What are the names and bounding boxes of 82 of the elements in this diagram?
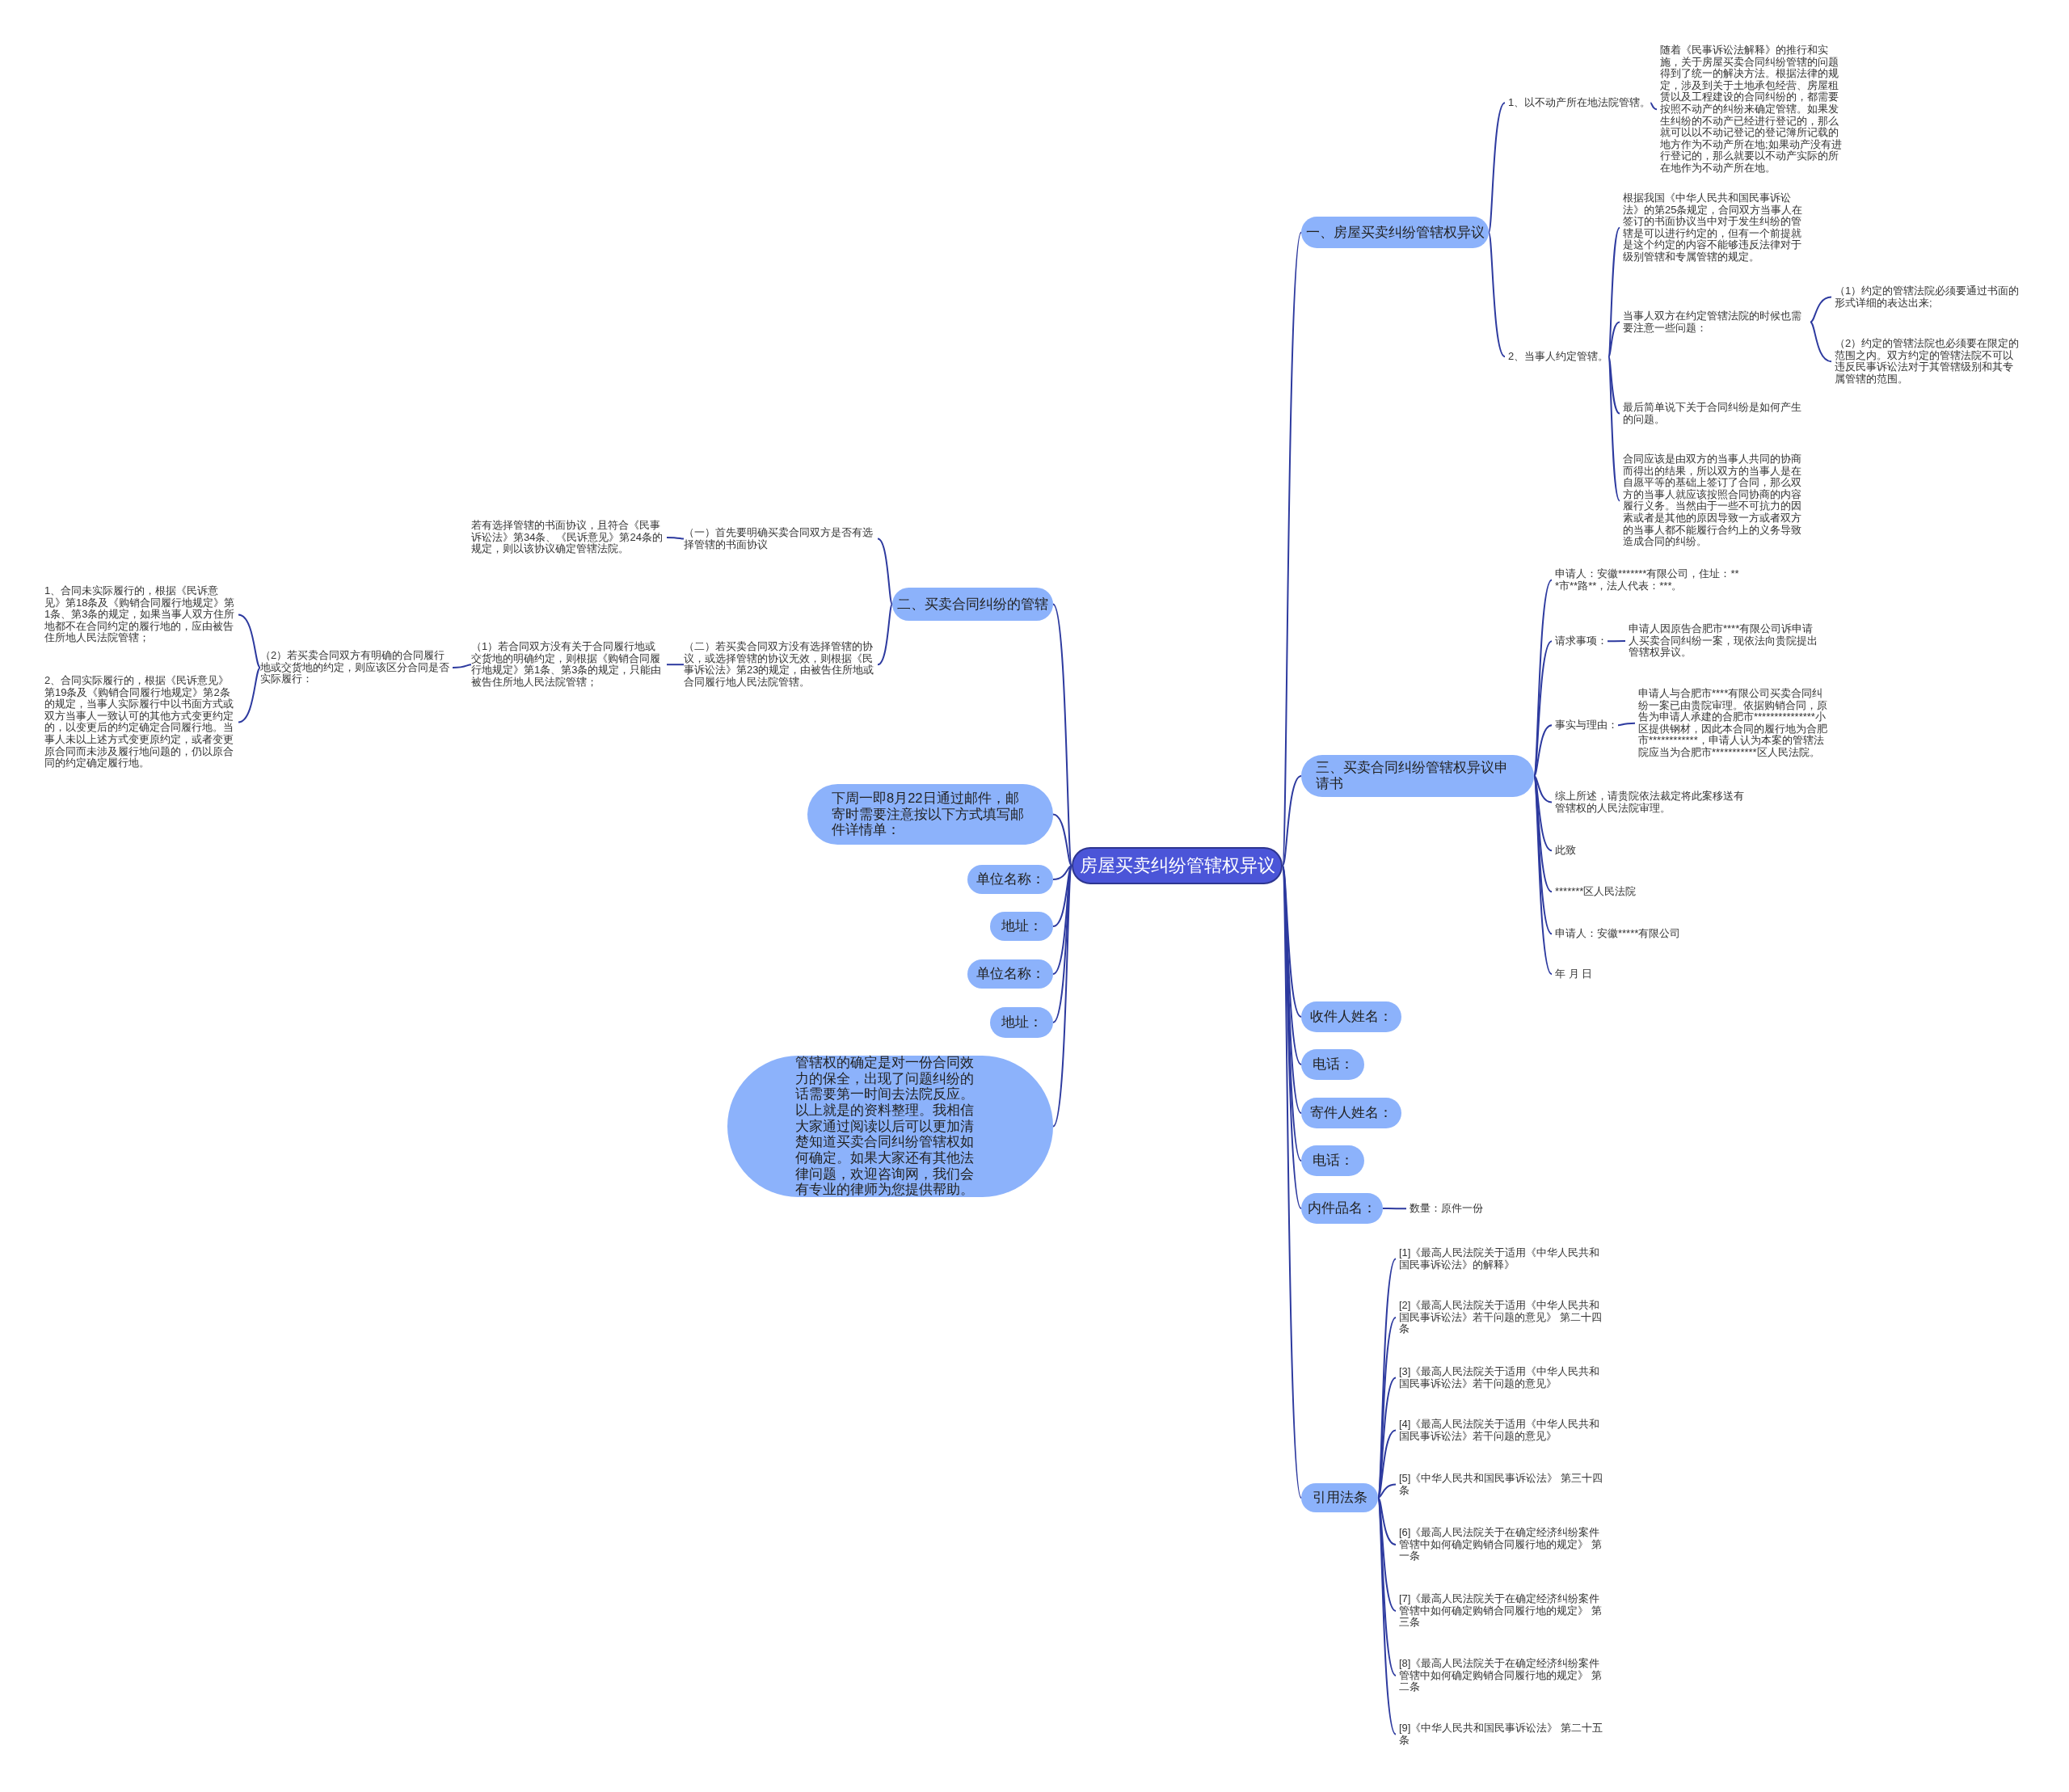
note-text: 综上所述，请贵院依法裁定将此案移送有管辖权的人民法院审理。	[1555, 791, 1746, 815]
note-text: （1）约定的管辖法院必须要通过书面的形式详细的表达出来;	[1835, 285, 2022, 310]
note-text: 申请人与合肥市****有限公司买卖合同纠纷一案已由贵院审理。依据购销合同，原告为申请人承建的合肥市***************小区提供钢材，因此本合同的履行地为合肥市************，申请人认为本案的管辖法院应当为合肥市***********区人民法院。	[1638, 688, 1831, 759]
central-topic: 房屋买卖纠纷管辖权异议	[1072, 847, 1283, 884]
topic-pill: 三、买卖合同纠纷管辖权异议申请书	[1301, 755, 1534, 797]
topic-pill: 电话：	[1301, 1049, 1364, 1080]
connector-line	[1608, 356, 1620, 502]
topic-pill: 一、房屋买卖纠纷管辖权异议	[1301, 217, 1489, 248]
note-text: 数量：原件一份	[1410, 1203, 1483, 1215]
connector-line	[1617, 722, 1636, 727]
note-text: 申请人因原告合肥市****有限公司诉申请人买卖合同纠纷一案，现依法向贵院提出管辖权异议。	[1629, 623, 1822, 659]
connector-line	[1282, 865, 1302, 1018]
note-text: 年 月 日	[1555, 968, 1593, 980]
topic-pill: 下周一即8月22日通过邮件，邮寄时需要注意按以下方式填写邮件详情单：	[807, 784, 1053, 845]
connector-line	[1650, 102, 1658, 111]
note-text: 1、合同未实际履行的，根据《民诉意见》第18条及《购销合同履行地规定》第1条、第3条的规定，如果当事人双方住所地都不在合同约定的履行地的，应由被告住所地人民法院管辖；	[44, 585, 235, 644]
note-text: [2]《最高人民法院关于适用《中华人民共和国民事诉讼法》若干问题的意见》 第二十四条	[1399, 1300, 1609, 1335]
note-text: 1、以不动产所在地法院管辖。	[1508, 97, 1651, 109]
note-text: 随着《民事诉讼法解释》的推行和实施，关于房屋买卖合同纠纷管辖的问题得到了统一的解决方法。根据法律的规定，涉及到关于土地承包经营、房屋租赁以及工程建设的合同纠纷的，都需要按照不动产的纠纷来确定管辖。如果发生纠纷的不动产已经进行登记的，那么就可以以不动记登记的登记簿所记载的地方作为不动产所在地;如果动产没有进行登记的，那么就要以不动产实际的所在地作为不动产所在地。	[1660, 44, 1848, 175]
note-text: （2）若买卖合同双方有明确的合同履行地或交货地的约定，则应该区分合同是否实际履行：	[260, 650, 449, 685]
note-text: 若有选择管辖的书面协议，且符合《民事诉讼法》第34条、《民诉意见》第24条的规定，则以该协议确定管辖法院。	[471, 520, 664, 555]
note-text: 申请人：安徽*****有限公司	[1555, 928, 1681, 940]
note-text: （一）首先要明确买卖合同双方是否有选择管辖的书面协议	[684, 527, 874, 551]
topic-pill: 寄件人姓名：	[1301, 1098, 1401, 1128]
connector-line	[452, 664, 472, 668]
connector-line	[666, 536, 685, 540]
note-text: 事实与理由：	[1555, 719, 1618, 732]
connector-line	[1533, 775, 1553, 803]
note-text: 当事人双方在约定管辖法院的时候也需要注意一些问题：	[1623, 310, 1810, 335]
note-text: [9]《中华人民共和国民事诉讼法》 第二十五条	[1399, 1722, 1609, 1747]
note-text: 合同应该是由双方的当事人共同的协商而得出的结果，所以双方的当事人是在自愿平等的基础上签订了合同，那么双方的当事人就应该按照合同协商的内容履行义务。当然由于一些不可抗力的因素或者是其他的原因导致一方或者双方的当事人都不能履行合约上的义务导致造成合同的纠纷。	[1623, 453, 1810, 548]
topic-pill: 二、买卖合同纠纷的管辖	[892, 588, 1053, 621]
connector-line	[1488, 231, 1506, 358]
note-text: [7]《最高人民法院关于在确定经济纠纷案件管辖中如何确定购销合同履行地的规定》 第三条	[1399, 1593, 1609, 1629]
topic-pill: 电话：	[1301, 1145, 1364, 1176]
note-text: *******区人民法院	[1555, 886, 1637, 898]
connector-line	[1608, 321, 1620, 358]
topic-pill: 单位名称：	[967, 959, 1053, 989]
note-text: （1）若合同双方没有关于合同履行地或交货地的明确约定，则根据《购销合同履行地规定》第1条、第3条的规定，只能由被告住所地人民法院管辖；	[471, 641, 664, 689]
connector-line	[1052, 865, 1072, 880]
connector-line	[877, 603, 893, 666]
note-text: 2、合同实际履行的，根据《民诉意见》第19条及《购销合同履行地规定》第2条的规定，当事人实际履行中以书面方式或双方当事人一致认可的其他方式变更约定的，以变更后的约定确定合同履行地。当事人未以上述方式变更原约定，或者变更原合同而未涉及履行地问题的，仍以原合同的约定确定履行地。	[44, 675, 235, 770]
connector-line	[1282, 775, 1302, 866]
note-text: [8]《最高人民法院关于在确定经济纠纷案件管辖中如何确定购销合同履行地的规定》 第二条	[1399, 1658, 1609, 1693]
connector-line	[877, 538, 893, 605]
connector-line	[1377, 1429, 1397, 1499]
topic-pill: 引用法条	[1301, 1483, 1378, 1512]
note-text: 申请人：安徽*******有限公司，住址：***市**路**，法人代表：***。	[1555, 568, 1741, 592]
connector-line	[1052, 865, 1072, 927]
note-text: [6]《最高人民法院关于在确定经济纠纷案件管辖中如何确定购销合同履行地的规定》 第一条	[1399, 1527, 1609, 1562]
connector-line	[1377, 1497, 1397, 1545]
connector-line	[238, 666, 261, 723]
connector-line	[1608, 226, 1620, 358]
note-text: [5]《中华人民共和国民事诉讼法》 第三十四条	[1399, 1473, 1609, 1497]
connector-line	[1382, 1208, 1407, 1210]
connector-line	[1810, 321, 1832, 363]
note-text: 请求事项：	[1555, 635, 1608, 647]
connector-line	[1488, 102, 1506, 234]
connector-line	[1052, 813, 1072, 866]
note-text: [4]《最高人民法院关于适用《中华人民共和国民事诉讼法》若干问题的意见》	[1399, 1419, 1609, 1443]
connector-line	[1533, 724, 1553, 777]
topic-pill: 内件品名：	[1301, 1193, 1383, 1224]
connector-line	[1607, 639, 1626, 643]
connector-line	[1377, 1483, 1397, 1499]
topic-pill: 管辖权的确定是对一份合同效力的保全，出现了问题纠纷的话需要第一时间去法院反应。以上就是的资料整理。我相信大家通过阅读以后可以更加清楚知道买卖合同纠纷管辖权如何确定。如果大家还有其他法律问题，欢迎咨询网，我们会有专业的律师为您提供帮助。	[727, 1056, 1053, 1197]
connector-line	[666, 664, 685, 666]
connector-line	[1282, 865, 1302, 1114]
note-text: [1]《最高人民法院关于适用《中华人民共和国民事诉讼法》的解释》	[1399, 1247, 1609, 1271]
topic-pill: 单位名称：	[967, 865, 1053, 894]
connector-line	[1608, 356, 1620, 415]
note-text: 此致	[1555, 845, 1576, 857]
note-text: [3]《最高人民法院关于适用《中华人民共和国民事诉讼法》若干问题的意见》	[1399, 1366, 1609, 1390]
note-text: 2、当事人约定管辖。	[1508, 351, 1609, 363]
topic-pill: 地址：	[990, 912, 1053, 941]
note-text: （二）若买卖合同双方没有选择管辖的协议，或选择管辖的协议无效，则根据《民事诉讼法》第23的规定，由被告住所地或合同履行地人民法院管辖。	[684, 641, 874, 689]
connector-line	[1810, 296, 1832, 323]
connector-line	[238, 613, 261, 668]
note-text: 最后简单说下关于合同纠纷是如何产生的问题。	[1623, 402, 1810, 426]
topic-pill: 收件人姓名：	[1301, 1001, 1401, 1032]
note-text: （2）约定的管辖法院也必须要在限定的范围之内。双方约定的管辖法院不可以违反民事诉讼法对于其管辖级别和其专属管辖的范围。	[1835, 338, 2022, 386]
note-text: 根据我国《中华人民共和国民事诉讼法》的第25条规定，合同双方当事人在签订的书面协议当中对于发生纠纷的管辖是可以进行约定的，但有一个前提就是这个约定的内容不能够违反法律对于级别管辖和专属管辖的规定。	[1623, 192, 1810, 264]
topic-pill: 地址：	[990, 1007, 1053, 1038]
